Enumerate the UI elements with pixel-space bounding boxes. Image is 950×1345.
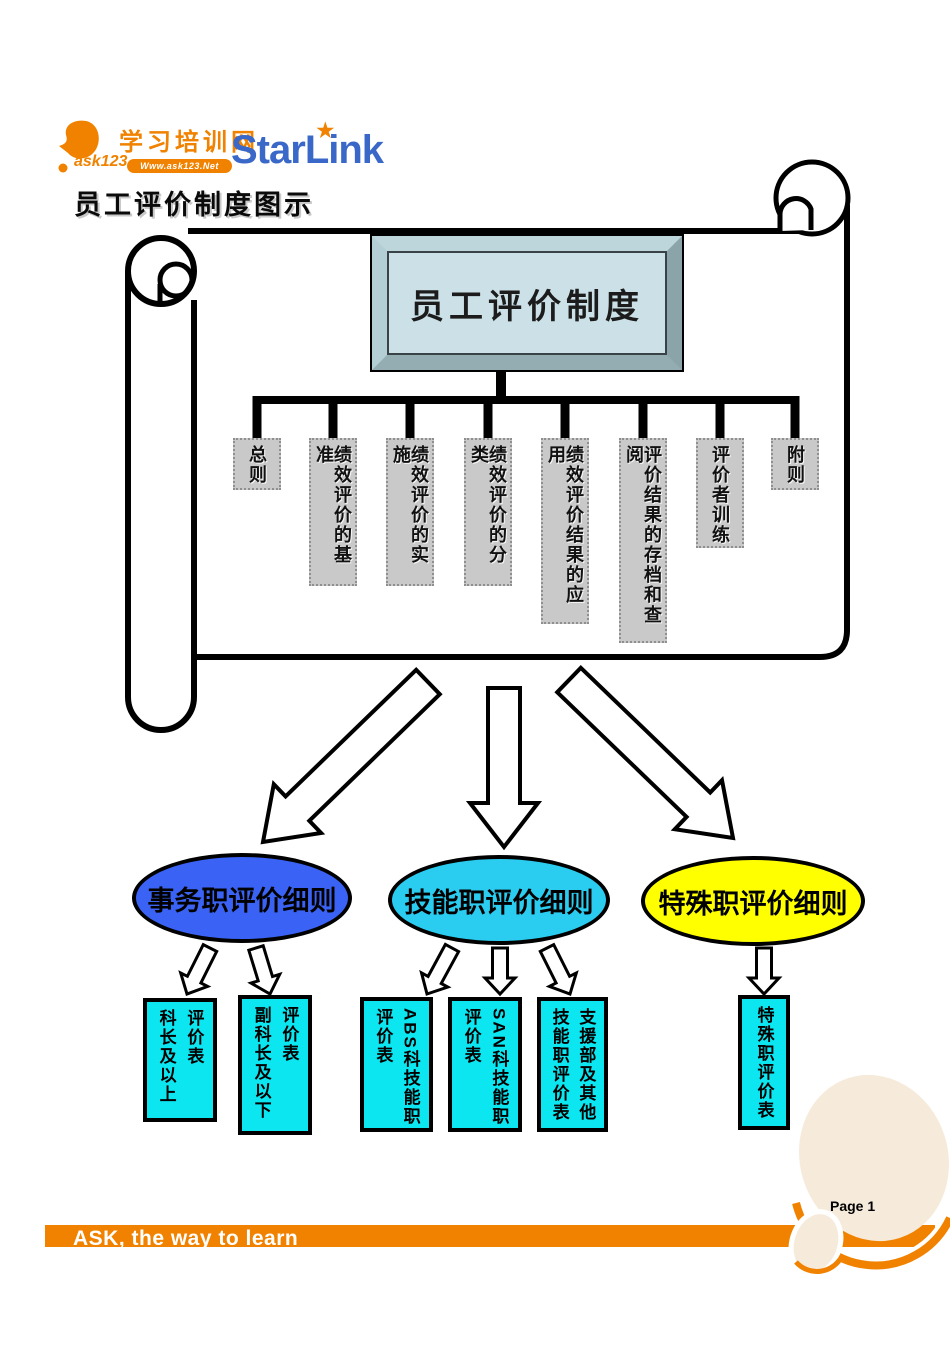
root-node-label: 员工评价制度 [410,287,644,326]
branch-node: 评价结果的存档和查阅 [619,438,667,643]
scroll-curl-hook [777,196,814,231]
form-box: 科长及以上 评价表 [143,998,217,1122]
site-url: Www.ask123.Net [140,161,219,171]
mascot-face-graphic [788,1074,950,1277]
arrow-down-icon [465,686,543,851]
footer-slogan: ASK, the way to learn [73,1227,299,1247]
big-arrows [260,664,736,851]
arrow-down-left-icon [260,666,443,845]
site-url-pill: Www.ask123.Net [127,159,232,173]
small-arrow-icon [419,942,461,996]
starlink-wordmark: StarLink [231,128,384,172]
branch-node: 评价者训练 [696,438,744,548]
branch-node: 绩效评价的分类 [464,438,512,586]
root-node: 员工评价制度 [372,236,682,370]
footer-bar: ASK, the way to learn [45,1225,935,1247]
site-name: 学习培训网 [119,129,259,156]
bird-logo-icon [58,120,99,173]
scroll-shape [125,159,851,733]
small-arrow-icon [481,946,519,997]
branch-node: 绩效评价结果的应用 [541,438,589,624]
small-arrow-icon [538,942,579,996]
branch-node: 总则 [233,438,281,490]
star-icon: ★ [315,117,336,143]
form-box: 特殊职评价表 [738,995,790,1130]
scroll-roll-spiral [157,261,195,299]
scroll-roll-cylinder [125,271,197,733]
category-ellipse-clerical: 事务职评价细则 [132,853,352,943]
branch-node: 绩效评价的基准 [309,438,357,586]
small-arrow-icon [745,946,783,997]
form-box: 副科长及以下 评价表 [238,995,312,1135]
branch-node: 附则 [771,438,819,490]
scroll-right-bottom-edge [197,205,850,660]
small-arrow-icon [246,943,283,997]
category-ellipse-special: 特殊职评价细则 [641,856,865,946]
arrow-down-right-icon [554,664,736,841]
small-arrow-icon [178,942,219,996]
form-box: 评价表 ABS科技能职 [360,997,433,1132]
ask123-wordmark: ask123 [74,153,128,170]
category-ellipse-skill: 技能职评价细则 [388,855,610,945]
small-arrows [178,942,783,997]
page-number: Page 1 [830,1198,876,1214]
branch-node: 绩效评价的实施 [386,438,434,586]
form-box: 评价表 SAN科技能职 [448,997,522,1132]
page-title: 员工评价制度图示 [74,190,314,220]
connector-tree [252,366,800,438]
form-box: 技能职评价表 支援部及其他 [537,997,608,1132]
